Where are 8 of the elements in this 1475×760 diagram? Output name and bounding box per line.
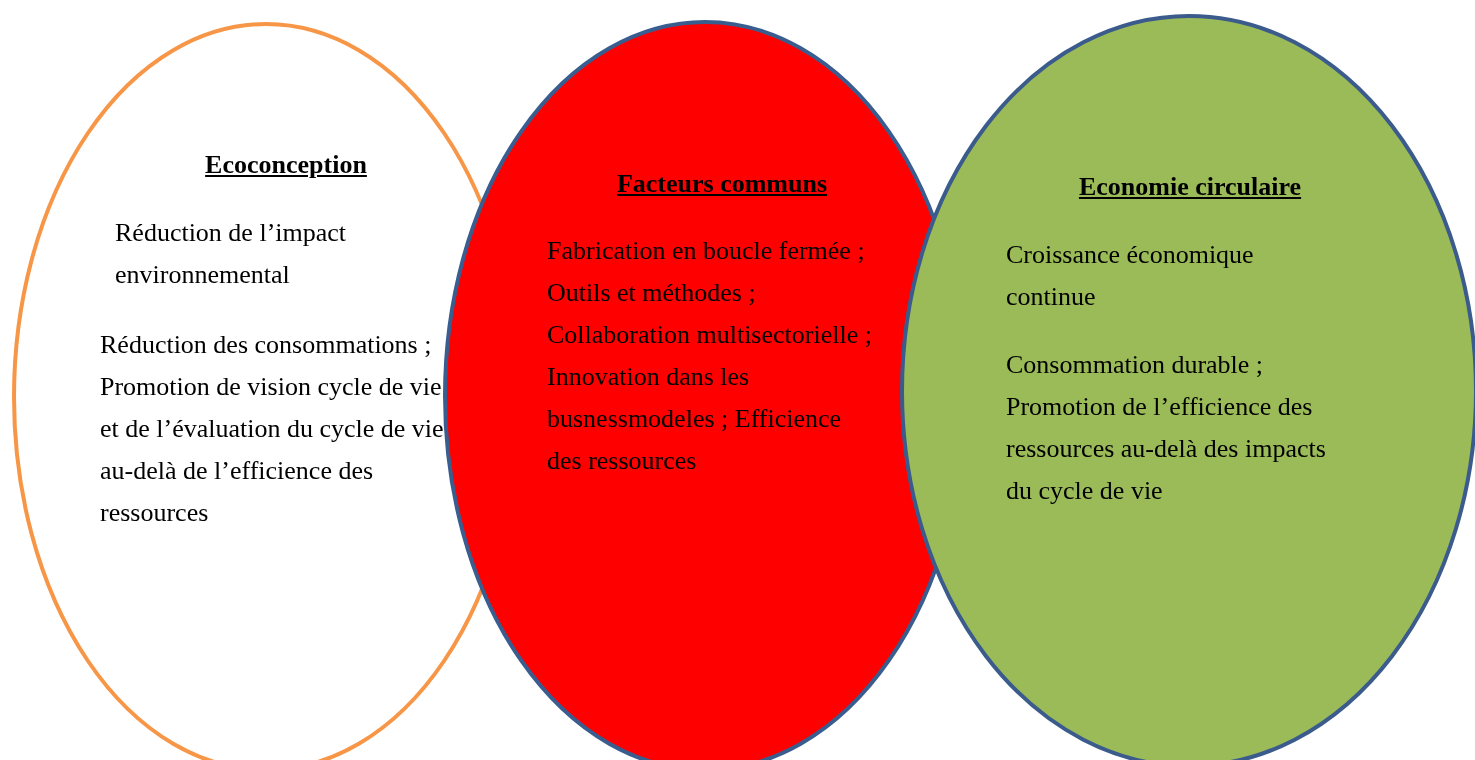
ellipse-text: Croissance économique continue	[1006, 239, 1255, 313]
ellipse-heading: Facteurs communs	[616, 168, 828, 200]
ellipse-text: Réduction des consommations ; Promotion de vision cycle de vie et de l’évaluation du cycle de vie au-delà de l’efficience des ressources	[100, 329, 445, 529]
ellipse-text: Réduction de l’impact environnemental	[115, 217, 348, 291]
ellipse-text: Consommation durable ; Promotion de l’efficience des ressources au-delà des impacts du cycle de vie	[1006, 349, 1327, 507]
ellipse-heading: Economie circulaire	[1078, 171, 1302, 203]
ellipse-text: Fabrication en boucle fermée ; Outils et méthodes ; Collaboration multisectorielle ; Innovation dans les busnessmodeles ; Efficience des ressources	[547, 235, 873, 477]
ellipse-heading: Ecoconception	[205, 149, 367, 181]
